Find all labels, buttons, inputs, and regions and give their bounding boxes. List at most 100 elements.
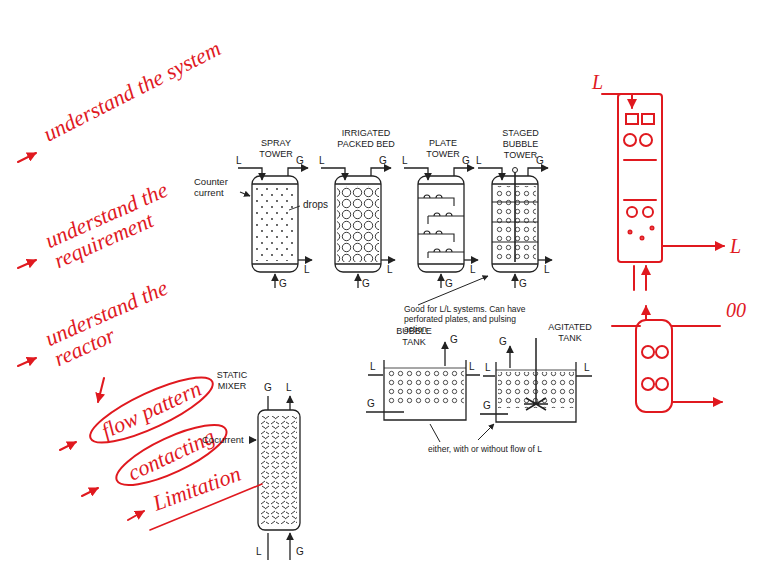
label-text: L [286,382,292,393]
label-text: G [379,155,387,166]
label-text: L [476,155,482,166]
label-text: G [264,382,272,393]
red-sketch [645,306,647,320]
red-sketch [643,207,653,217]
stream-label: L [476,155,482,166]
static-mixer [250,396,300,560]
stream-label: G [296,155,304,166]
label-text: G [296,155,304,166]
stream-label: L [485,362,491,373]
red-annotation-marks [18,260,36,268]
label-text: G [462,155,470,166]
plate-tower [424,195,452,252]
stream-label: G [450,334,458,345]
bubble-tank [384,360,466,420]
stream-label: G [367,398,375,409]
plate-tower [404,168,478,288]
node-text: AGITATED TANK [540,322,600,344]
label-text: L [485,362,491,373]
stream-label: L [544,264,550,275]
label-text: drops [303,199,328,210]
label-text: G [499,336,507,347]
bubble-tank [384,368,466,369]
red-sketch [629,231,632,234]
stream-label: L [304,264,310,275]
label-text: L [470,264,476,275]
label-text: Cocurrent [202,434,244,445]
spray-tower [240,192,250,196]
red-annotation-marks [18,358,36,366]
stream-label: G [445,278,453,289]
stream-label: L [387,264,393,275]
static-mixer [250,439,256,440]
stream-label: G [536,155,544,166]
stream-label: G [362,278,370,289]
figure-note: Cocurrent [202,434,244,445]
bubble-tank [366,342,480,420]
apparatus-title: SPRAY TOWER [256,138,296,160]
label-text: L [387,264,393,275]
node-text: SPRAY TOWER [256,138,296,160]
red-sketch [602,94,632,108]
figure-note: either, with or without flow of L [428,444,578,454]
red-sketch [618,94,662,262]
stream-label: L [236,155,242,166]
red-sketch [624,134,636,146]
staged-bubble-tower [514,172,516,262]
agitated-tank [430,338,592,442]
red-sketch [640,134,652,146]
stream-label: L [286,382,292,393]
staged-bubble-tower [418,276,488,305]
label-text: understand the system [40,37,224,145]
handwritten-note: L [592,72,603,92]
red-sketch [642,346,654,358]
handwritten-note: understand the reactor [42,261,215,370]
red-sketch [634,266,646,290]
spray-tower [289,206,300,210]
stream-label: G [462,155,470,166]
staged-bubble-tower [513,168,518,173]
stream-label: L [470,264,476,275]
plate-tower [418,198,464,258]
red-sketch [662,245,724,247]
label-text: L [319,155,325,166]
red-sketch [624,160,656,200]
red-annotation-marks [60,442,76,450]
label-text: G [367,398,375,409]
label-text: L [584,362,590,373]
red-annotation-marks [98,378,104,402]
stream-label: L [469,361,475,372]
red-sketch [602,94,724,412]
label-text: G [536,155,544,166]
stream-label: L [584,362,590,373]
staged-bubble-tower [418,168,552,306]
apparatus-title: STATIC MIXER [210,370,254,392]
staged-bubble-tower [478,168,552,288]
label-text: understand the reactor [42,261,215,370]
handwritten-note: understand the system [40,37,224,145]
handwritten-note: L [730,236,741,256]
red-sketch [626,114,654,124]
packed-bed [337,186,379,262]
label-text: L [236,155,242,166]
agitated-tank [483,346,592,376]
label-text: understand the requirement [42,161,220,272]
static-mixer [258,410,300,530]
agitated-tank [480,413,508,415]
red-sketch [656,346,668,358]
label-text: Counter current [194,176,242,198]
red-annotation-marks [82,488,98,496]
label-text: L [304,264,310,275]
label-text: G [362,278,370,289]
label-text: 00 [726,300,746,320]
label-text: L [544,264,550,275]
label-text: G [279,278,287,289]
node-text: PLATE TOWER [423,138,463,160]
agitated-tank [524,338,548,410]
bubble-tank [366,411,404,413]
packed-bed [321,168,395,288]
stream-label: L [402,155,408,166]
bubble-tank [386,370,464,406]
stream-label: G [483,400,491,411]
red-sketch [641,237,644,240]
